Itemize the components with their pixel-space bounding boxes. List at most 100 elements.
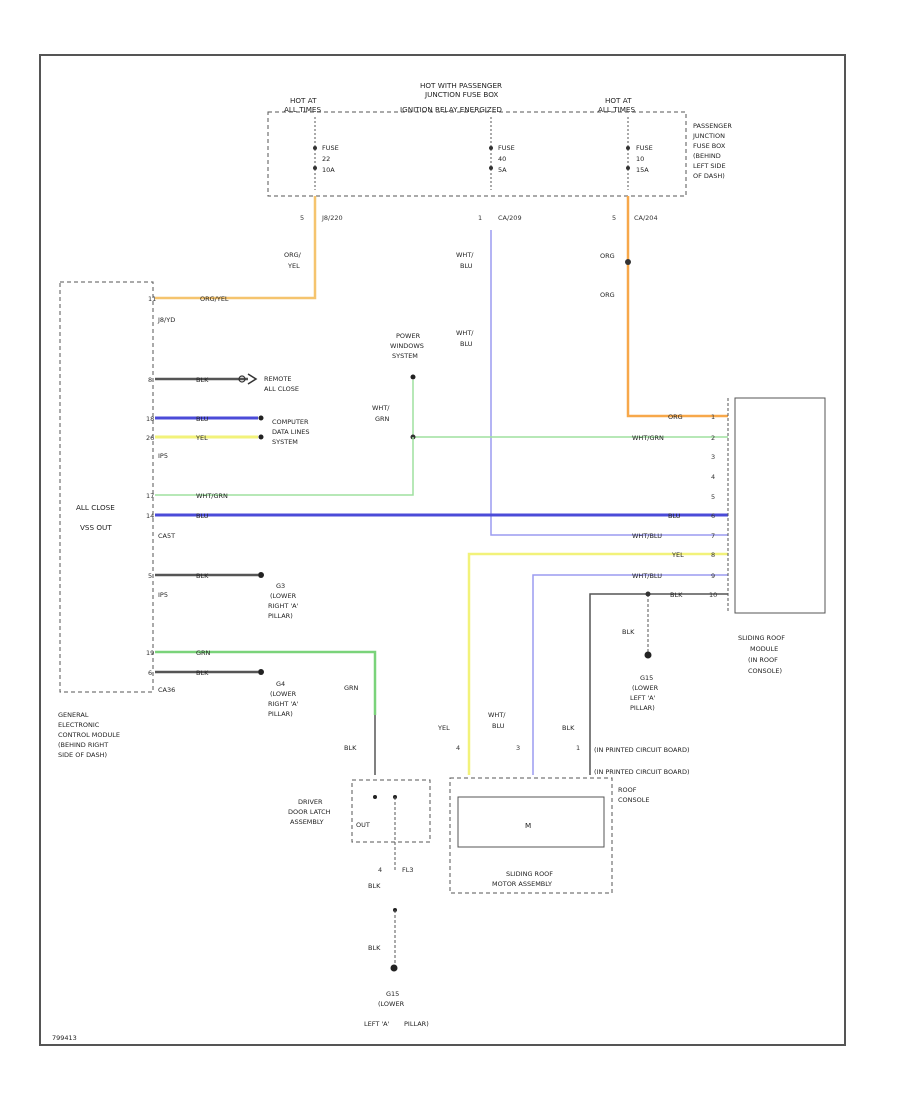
svg-text:5: 5 — [711, 493, 715, 501]
svg-text:18: 18 — [146, 415, 154, 423]
roof-whtblu-1: WHT/ — [488, 711, 506, 719]
gecm-name-5: SIDE OF DASH) — [58, 751, 107, 759]
conn-right-name: CA/204 — [634, 214, 658, 222]
pcb-label-2: (IN PRINTED CIRCUIT BOARD) — [594, 768, 690, 776]
wire-wht-grn-pw — [412, 380, 728, 438]
g4-label-2: (LOWER — [270, 690, 297, 698]
g4-label-3: RIGHT 'A' — [268, 700, 299, 708]
computer-label-2: DATA LINES — [272, 428, 309, 436]
roof-pin-1: 1 — [576, 744, 580, 752]
sliding-roof-module — [734, 397, 826, 614]
gecm-name-2: ELECTRONIC — [58, 721, 100, 729]
fuse-mid: FUSE 40 5A — [489, 117, 515, 190]
g15-left-1: G15 — [386, 990, 399, 998]
computer-label-1: COMPUTER — [272, 418, 309, 426]
svg-text:15A: 15A — [636, 166, 649, 174]
svg-text:6: 6 — [711, 512, 715, 520]
gecm-w-blk-remote: BLK — [196, 376, 209, 384]
svg-text:10: 10 — [709, 591, 717, 599]
wire-wht-blu-mid — [490, 230, 728, 536]
svg-text:40: 40 — [498, 155, 506, 163]
svg-text:4: 4 — [711, 473, 715, 481]
wire-yel-roof — [467, 552, 728, 775]
wire-wht-grn-gecm — [155, 437, 414, 496]
conn-mid-pin: 1 — [478, 214, 482, 222]
svg-text:26: 26 — [146, 434, 154, 442]
door-blk-1: BLK — [368, 882, 381, 890]
bus-label-2: WHT/GRN — [632, 434, 664, 442]
hot-mid-line3: IGNITION RELAY ENERGIZED — [400, 105, 502, 114]
roof-yel-label: YEL — [437, 724, 450, 732]
hot-right-line2: ALL TIMES — [598, 105, 635, 114]
hot-left-line1: HOT AT — [290, 96, 317, 105]
svg-text:19: 19 — [146, 649, 154, 657]
svg-text:11: 11 — [148, 295, 156, 303]
svg-text:9: 9 — [711, 572, 715, 580]
g15-right-3: LEFT 'A' — [630, 694, 656, 702]
door-unlock: OUT — [356, 821, 370, 829]
gecm-w-grn: GRN — [196, 649, 211, 657]
roof-blk-label: BLK — [562, 724, 575, 732]
gecm-pins: 11 8 18 26 17 14 5 19 6 — [146, 295, 156, 677]
gecm-name-1: GENERAL — [58, 711, 89, 719]
hot-left-line2: ALL TIMES — [284, 105, 321, 114]
g3-label-1: G3 — [276, 582, 285, 590]
gecm-allclose-1: ALL CLOSE — [76, 503, 115, 512]
door-label-2: DOOR LATCH — [288, 808, 331, 816]
roof-console-1: ROOF — [618, 786, 637, 794]
computer-label-3: SYSTEM — [272, 438, 298, 446]
remote-label-1: REMOTE — [264, 375, 291, 383]
gecm-outline — [59, 281, 154, 693]
wire-wht-grn-pw-l2: GRN — [375, 415, 390, 423]
g15-left-3: LEFT 'A' — [364, 1020, 390, 1028]
door-label-3: ASSEMBLY — [290, 818, 324, 826]
gecm-conn-j8: J8/YD — [157, 316, 175, 324]
diagram-frame — [39, 54, 846, 1046]
g3-label-3: RIGHT 'A' — [268, 602, 299, 610]
svg-text:5: 5 — [148, 572, 152, 580]
g15-right-4: PILLAR) — [630, 704, 655, 712]
gecm-conn-ip5b: IP5 — [158, 591, 168, 599]
pw-label-1: POWER — [396, 332, 421, 340]
gecm-w-blk-g3: BLK — [196, 572, 209, 580]
bus-label-10: BLK — [670, 591, 683, 599]
pw-label-3: SYSTEM — [392, 352, 418, 360]
remote-arrow-icon — [247, 373, 258, 385]
gecm-conn-ip5: IP5 — [158, 452, 168, 460]
gecm-conn-ca5t: CA5T — [158, 532, 175, 540]
conn-left-pin: 5 — [300, 214, 304, 222]
gecm-name-4: (BEHIND RIGHT — [58, 741, 108, 749]
door-blk-label: BLK — [344, 744, 357, 752]
g3-ground-icon — [258, 572, 264, 578]
module-label-1: SLIDING ROOF — [738, 634, 785, 642]
bus-label-6: BLU — [668, 512, 681, 520]
hot-right-line1: HOT AT — [605, 96, 632, 105]
wire-org-yel-label2: YEL — [287, 262, 300, 270]
module-label-2: MODULE — [750, 645, 778, 653]
fuse-right: FUSE 10 15A — [626, 117, 653, 190]
hot-mid-line2: JUNCTION FUSE BOX — [424, 90, 498, 99]
conn-mid-name: CA/209 — [498, 214, 522, 222]
sliding-roof-motor — [457, 796, 605, 848]
roof-pin-3: 3 — [516, 744, 520, 752]
gecm-w-blk-g4: BLK — [196, 669, 209, 677]
conn-right-pin: 5 — [612, 214, 616, 222]
sliding-motor-1: SLIDING ROOF — [506, 870, 553, 878]
wire-org-yel-label1: ORG/ — [284, 251, 302, 259]
junction-box-6: OF DASH) — [693, 172, 725, 180]
wire-wht-blu-label4: BLU — [460, 340, 473, 348]
roof-whtblu-2: BLU — [492, 722, 505, 730]
conn-left-name: J8/220 — [321, 214, 343, 222]
bus-label-9: WHT/BLU — [632, 572, 662, 580]
junction-box-4: (BEHIND — [693, 152, 721, 160]
footer-id: 799413 — [52, 1034, 77, 1042]
svg-text:FUSE: FUSE — [498, 144, 515, 152]
g15-right-1: G15 — [640, 674, 653, 682]
module-label-4: CONSOLE) — [748, 667, 782, 675]
gecm-allclose-2: VSS OUT — [80, 523, 112, 532]
gecm-conn-ca36: CA36 — [158, 686, 175, 694]
module-pins: 1 2 3 4 5 6 7 8 9 10 — [709, 413, 717, 599]
door-label-1: DRIVER — [298, 798, 323, 806]
svg-text:FUSE: FUSE — [636, 144, 653, 152]
